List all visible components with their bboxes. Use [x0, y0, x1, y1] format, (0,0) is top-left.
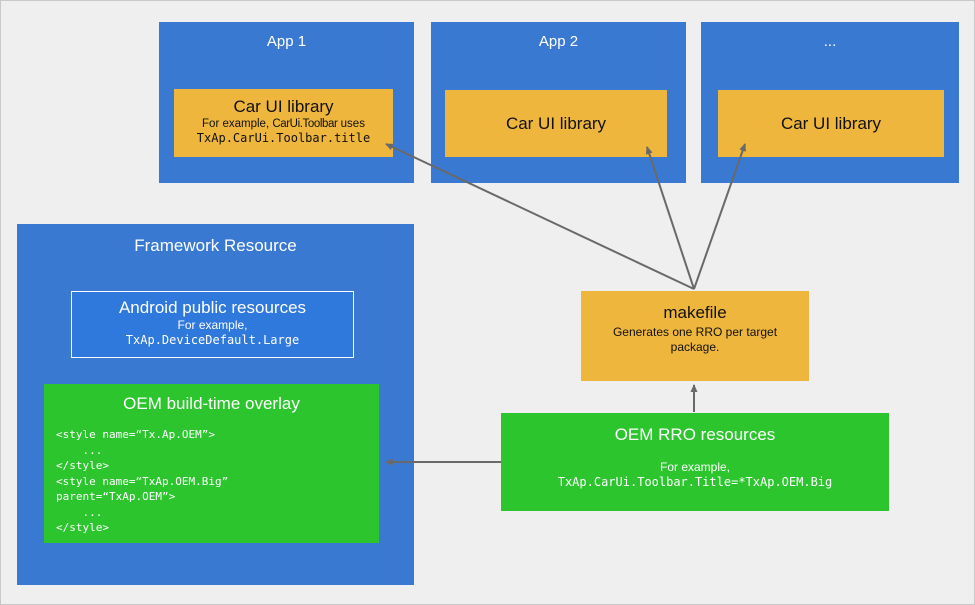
framework-resource-title: Framework Resource — [134, 236, 297, 255]
app-ellipsis-title: ... — [823, 33, 837, 50]
app1-car-ui-library-box: Car UI library For example, CarUi.Toolba… — [174, 89, 393, 157]
oem-rro-resources-box: OEM RRO resources For example, TxAp.CarU… — [501, 413, 889, 511]
app1-car-ui-library-resource: TxAp.CarUi.Toolbar.title — [196, 131, 371, 145]
android-public-resources-box: Android public resources For example, Tx… — [71, 291, 354, 358]
oem-rro-example: For example, TxAp.CarUi.Toolbar.Title=*T… — [501, 460, 889, 490]
app-ellipsis-box: ... Car UI library — [701, 22, 959, 183]
oem-rro-resources-title: OEM RRO resources — [614, 425, 776, 444]
app2-title: App 2 — [538, 33, 579, 50]
oem-overlay-style-code: <style name=“Tx.Ap.OEM”> ... </style> <s… — [56, 428, 229, 534]
android-public-example-label: For example, — [177, 318, 248, 332]
example-suffix-text: uses — [337, 118, 365, 130]
makefile-box: makefile Generates one RRO per target pa… — [581, 291, 809, 381]
example-inline-code-text: CarUi.Toolbar — [272, 118, 338, 130]
makefile-title: makefile — [663, 303, 727, 322]
example-prefix-text: For example, — [202, 118, 273, 130]
app1-title: App 1 — [266, 33, 307, 50]
app2-car-ui-library-box: Car UI library — [445, 90, 667, 157]
app-ellipsis-car-ui-library-box: Car UI library — [718, 90, 944, 157]
app1-car-ui-library-example: For example, CarUi.Toolbar uses — [174, 117, 393, 131]
framework-resource-box: Framework Resource Android public resour… — [17, 224, 414, 585]
app-ellipsis-car-ui-library-title: Car UI library — [780, 113, 882, 133]
oem-rro-example-label: For example, — [659, 460, 731, 474]
oem-build-time-overlay-title: OEM build-time overlay — [123, 394, 300, 413]
android-public-example-code: TxAp.DeviceDefault.Large — [125, 333, 300, 347]
makefile-subtitle: Generates one RRO per target package. — [612, 325, 778, 354]
app2-car-ui-library-title: Car UI library — [505, 113, 607, 133]
app1-car-ui-library-title: Car UI library — [233, 97, 334, 116]
app2-box: App 2 Car UI library — [431, 22, 686, 183]
oem-rro-example-code: TxAp.CarUi.Toolbar.Title=*TxAp.OEM.Big — [557, 475, 833, 489]
app1-box: App 1 Car UI library For example, CarUi.… — [159, 22, 414, 183]
oem-build-time-overlay-box: OEM build-time overlay <style name=“Tx.A… — [44, 384, 379, 543]
android-public-resources-title: Android public resources — [118, 298, 307, 317]
